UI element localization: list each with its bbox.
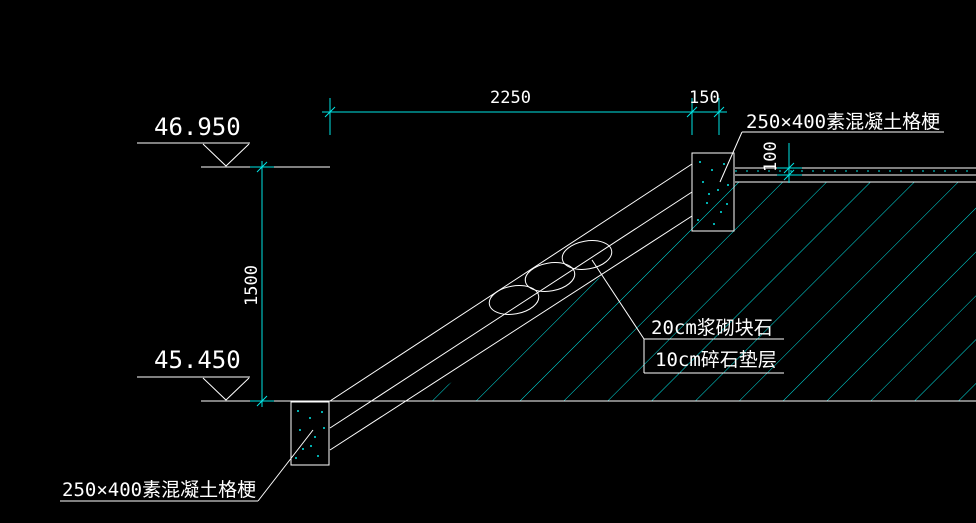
bottom-concrete-beam [290, 401, 330, 466]
label-top-beam: 250×400素混凝土格梗 [719, 111, 944, 183]
svg-text:2250: 2250 [490, 88, 531, 108]
svg-text:1500: 1500 [242, 265, 262, 306]
elevation-bottom-marker: 45.450 [137, 346, 250, 401]
svg-text:46.950: 46.950 [154, 113, 241, 141]
stone-blocks [488, 240, 613, 315]
dimension-horizontal: 2250 150 [322, 88, 727, 135]
svg-text:45.450: 45.450 [154, 346, 241, 374]
top-paving [735, 167, 976, 183]
slope-layers [329, 163, 693, 451]
svg-text:10cm碎石垫层: 10cm碎石垫层 [655, 349, 777, 371]
label-bottom-beam: 250×400素混凝土格梗 [60, 429, 314, 502]
top-concrete-beam [691, 152, 735, 232]
svg-text:100: 100 [761, 141, 781, 172]
svg-text:20cm浆砌块石: 20cm浆砌块石 [651, 317, 773, 339]
dimension-cap-thickness: 100 [761, 141, 802, 183]
elevation-top-marker: 46.950 [137, 113, 250, 167]
dimension-vertical: 1500 [242, 161, 274, 407]
svg-text:150: 150 [689, 88, 720, 108]
svg-text:250×400素混凝土格梗: 250×400素混凝土格梗 [62, 479, 256, 501]
label-slope-layers: 20cm浆砌块石 10cm碎石垫层 [591, 259, 784, 374]
svg-text:250×400素混凝土格梗: 250×400素混凝土格梗 [746, 111, 940, 133]
